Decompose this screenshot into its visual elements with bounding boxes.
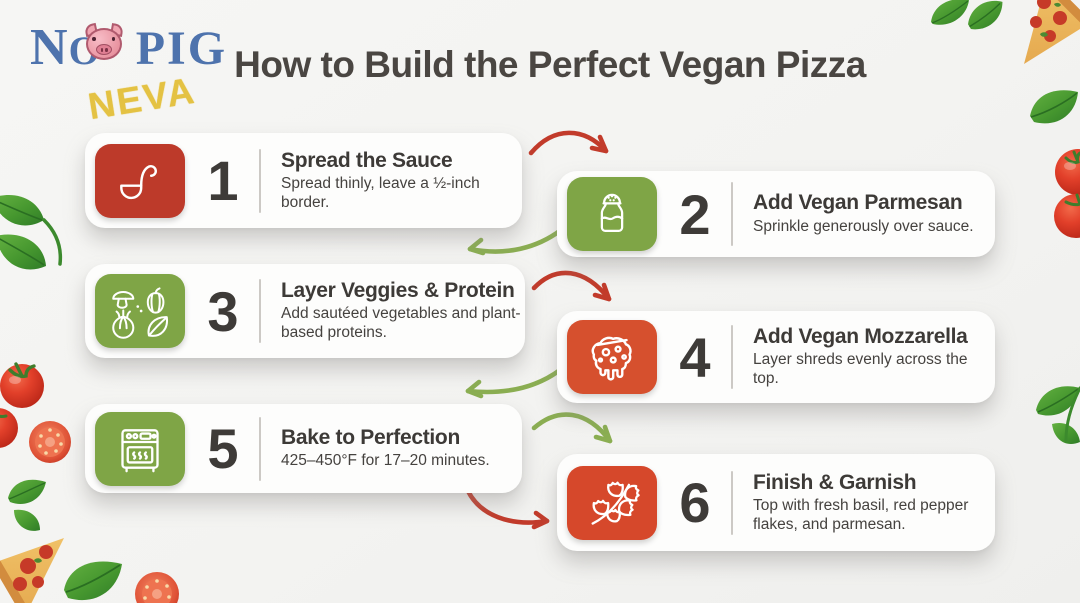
logo-letter: N	[30, 19, 68, 76]
pizza-slice-decoration	[1024, 0, 1080, 64]
arrow-step2-to-step3	[467, 227, 564, 256]
step-title: Add Vegan Parmesan	[753, 191, 963, 215]
arrow-step5-to-step6-upper	[531, 412, 613, 444]
step-card-1: 1 Spread the Sauce Spread thinly, leave …	[85, 133, 522, 228]
oven-icon	[95, 411, 185, 486]
pig-face-icon	[82, 22, 126, 64]
basil-leaf-decoration	[1030, 90, 1078, 124]
step-title: Layer Veggies & Protein	[281, 279, 515, 303]
step-description: Spread thinly, leave a ½-inch border.	[281, 174, 480, 211]
step-title: Bake to Perfection	[281, 425, 460, 449]
shaker-icon	[567, 177, 657, 251]
step-card-5: 5 Bake to Perfection 425–450°F for 17–20…	[85, 404, 522, 493]
arrow-step5-to-step6-lower	[465, 488, 550, 530]
basil-sprig-decoration	[931, 0, 1003, 30]
step-description: 425–450°F for 17–20 minutes.	[281, 452, 490, 470]
step-number: 5	[207, 417, 238, 480]
logo-word: PIG	[135, 22, 228, 75]
step-card-2: 2 Add Vegan Parmesan Sprinkle generously…	[557, 171, 995, 257]
tomato-slice-decoration	[135, 572, 179, 603]
basil-sprig-decoration	[8, 479, 46, 531]
step-number: 6	[679, 471, 710, 534]
step-number: 1	[207, 149, 238, 212]
ladle-icon	[95, 143, 185, 218]
step-card-4: 4 Add Vegan Mozzarella Layer shreds even…	[557, 311, 995, 403]
vegetables-icon	[95, 274, 185, 348]
pizza-slice-decoration	[0, 538, 64, 603]
step-description: Top with fresh basil, red pepper flakes,…	[753, 496, 969, 533]
step-number: 3	[207, 279, 238, 343]
step-title: Finish & Garnish	[753, 470, 917, 494]
step-title: Add Vegan Mozzarella	[753, 325, 968, 349]
step-card-3: 3 Layer Veggies & Protein Add sautéed ve…	[85, 264, 525, 358]
melted-cheese-icon	[567, 320, 657, 394]
arrow-step3-to-step4	[531, 270, 612, 302]
brand-logo: N O PIG NEVA	[30, 19, 225, 128]
basil-sprig-decoration	[1036, 386, 1080, 444]
step-number: 4	[679, 325, 710, 389]
herb-sprig-icon	[567, 465, 657, 540]
divider	[731, 325, 733, 389]
step-number: 2	[679, 182, 710, 246]
step-description: Layer shreds evenly across the top.	[753, 351, 968, 388]
tomatoes-decoration	[1054, 149, 1080, 238]
divider	[259, 279, 261, 343]
page-title: How to Build the Perfect Vegan Pizza	[234, 44, 866, 85]
divider	[259, 148, 261, 213]
divider	[731, 182, 733, 246]
step-description: Add sautéed vegetables and plant-based p…	[281, 305, 521, 342]
arrow-step4-to-step5	[465, 367, 563, 399]
basil-leaf-decoration	[64, 561, 122, 601]
cut-tomato-decoration	[29, 421, 71, 463]
step-description: Sprinkle generously over sauce.	[753, 217, 974, 235]
divider	[259, 416, 261, 481]
step-title: Spread the Sauce	[281, 148, 453, 172]
divider	[731, 470, 733, 535]
step-card-6: 6 Finish & Garnish Top with fresh basil,…	[557, 454, 995, 551]
arrow-step1-to-step2	[528, 130, 609, 156]
